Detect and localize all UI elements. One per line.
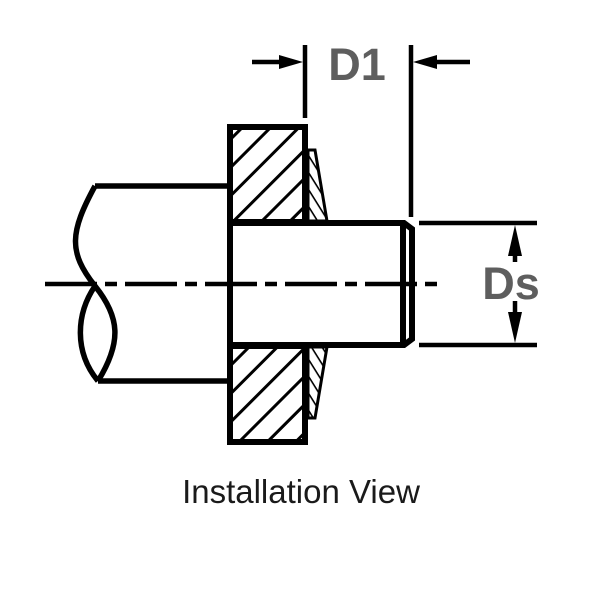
ds-arrowhead-down xyxy=(508,312,522,343)
d1-dimension-label: D1 xyxy=(328,39,386,90)
d1-arrowhead-right xyxy=(413,55,437,69)
dimension-d1: D1 xyxy=(252,39,470,217)
panel-upper-hatched-block xyxy=(227,124,308,225)
break-line-loop xyxy=(77,284,101,383)
caption-installation-view: Installation View xyxy=(182,473,420,510)
panel-lower-hatched-block xyxy=(227,343,308,445)
dimension-ds: Ds xyxy=(419,220,540,348)
d1-arrowhead-left xyxy=(279,55,303,69)
ds-arrowhead-up xyxy=(508,225,522,256)
ds-dimension-label: Ds xyxy=(482,258,540,309)
panel-cross-section xyxy=(227,124,308,445)
